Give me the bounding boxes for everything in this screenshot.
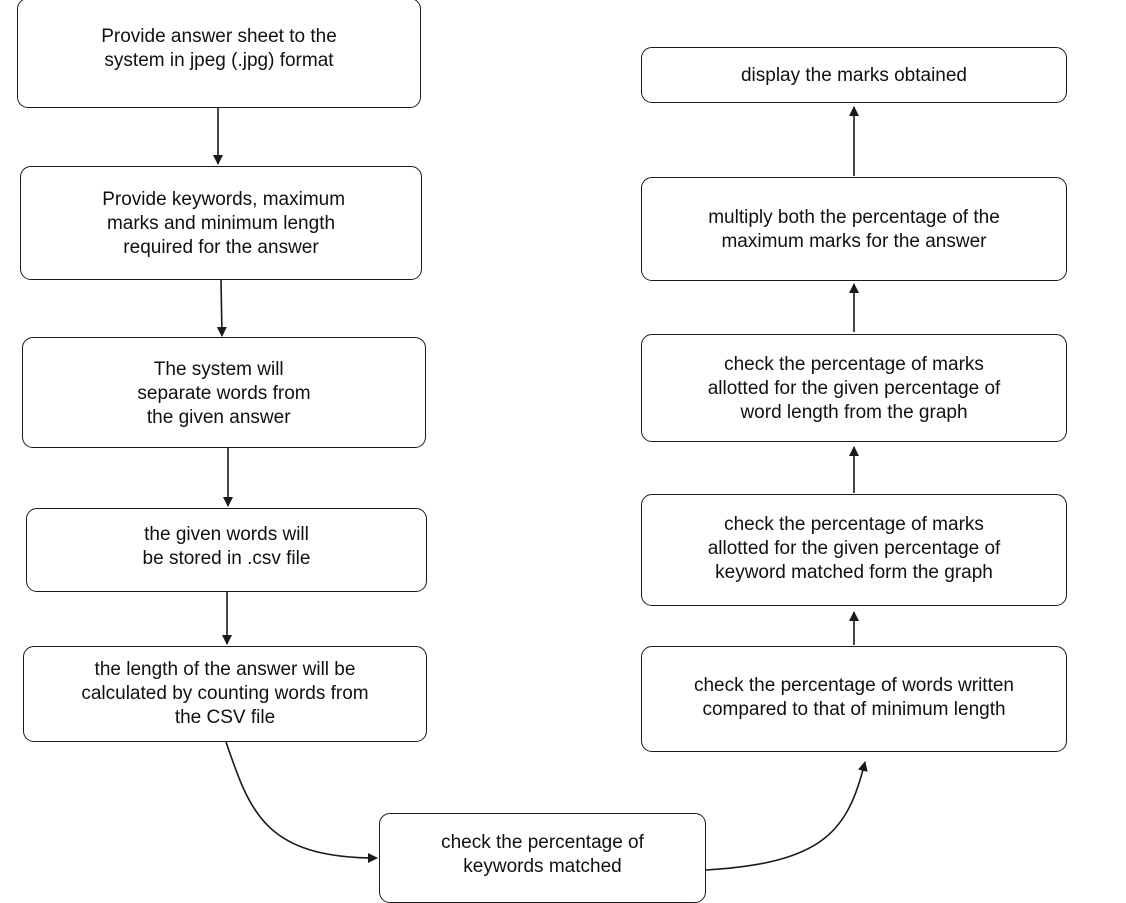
node-text-line: the given words will [144,524,309,545]
node-text: Provide keywords, maximum marks and mini… [21,188,421,260]
node-text-line: system in jpeg (.jpg) format [104,50,334,71]
node-multiply-percentages: multiply both the percentage of the maxi… [641,177,1067,281]
node-display-marks: display the marks obtained [641,47,1067,103]
node-text-line: the length of the answer will be [94,659,356,680]
node-text-line: display the marks obtained [740,65,967,86]
edge-answer-length-to-keywords-matched [225,741,378,863]
node-text: the given words will be stored in .csv f… [27,523,426,571]
node-store-words-csv: the given words will be stored in .csv f… [26,508,427,592]
node-text-line: Provide keywords, maximum [96,189,346,210]
node-text: check the percentage of marks allotted f… [642,513,1066,585]
node-text-line: word length from the graph [740,402,968,423]
node-text-line: keyword matched form the graph [715,562,993,583]
edge-keywords-matched-to-words-written [705,761,868,871]
node-answer-length: the length of the answer will be calcula… [23,646,427,742]
node-text-line: maximum marks for the answer [721,231,987,252]
edge-keywords-to-separate-words [216,279,227,337]
node-text-line: Provide answer sheet to the [101,26,337,47]
node-words-written-percentage: check the percentage of words written co… [641,646,1067,752]
node-text: The system will separate words from the … [23,358,425,430]
node-text-line: separate words from [137,383,311,404]
node-text-line: check the percentage of marks [724,354,984,375]
node-text-line: check the percentage of words written [693,675,1014,696]
node-text-line: the given answer [146,407,302,428]
node-text-line: required for the answer [123,237,319,258]
node-text-line: allotted for the given percentage of [707,378,1001,399]
node-text-line: compared to that of minimum length [702,699,1006,720]
node-text: check the percentage of keywords matched [380,831,705,879]
node-separate-words: The system will separate words from the … [22,337,426,448]
node-text: the length of the answer will be calcula… [24,658,426,730]
node-text: display the marks obtained [642,64,1066,88]
node-text-line: the CSV file [174,707,276,728]
node-length-marks-graph: check the percentage of marks allotted f… [641,334,1067,442]
node-text: check the percentage of words written co… [642,674,1066,722]
node-text-line: calculated by counting words from [81,683,369,704]
node-keywords-matched: check the percentage of keywords matched [379,813,706,903]
node-text-line: multiply both the percentage of the [708,207,1000,228]
node-text-line: check the percentage of marks [724,514,984,535]
node-keyword-marks-graph: check the percentage of marks allotted f… [641,494,1067,606]
node-provide-answer-sheet: Provide answer sheet to the system in jp… [17,0,421,108]
node-provide-keywords: Provide keywords, maximum marks and mini… [20,166,422,280]
node-text-line: be stored in .csv file [142,548,311,569]
node-text-line: The system will [153,359,295,380]
node-text-line: allotted for the given percentage of [707,538,1001,559]
node-text: check the percentage of marks allotted f… [642,353,1066,425]
node-text-line: keywords matched [463,856,622,877]
node-text: Provide answer sheet to the system in jp… [18,25,420,73]
node-text-line: marks and minimum length [106,213,336,234]
node-text: multiply both the percentage of the maxi… [642,206,1066,254]
node-text-line: check the percentage of [441,832,644,853]
